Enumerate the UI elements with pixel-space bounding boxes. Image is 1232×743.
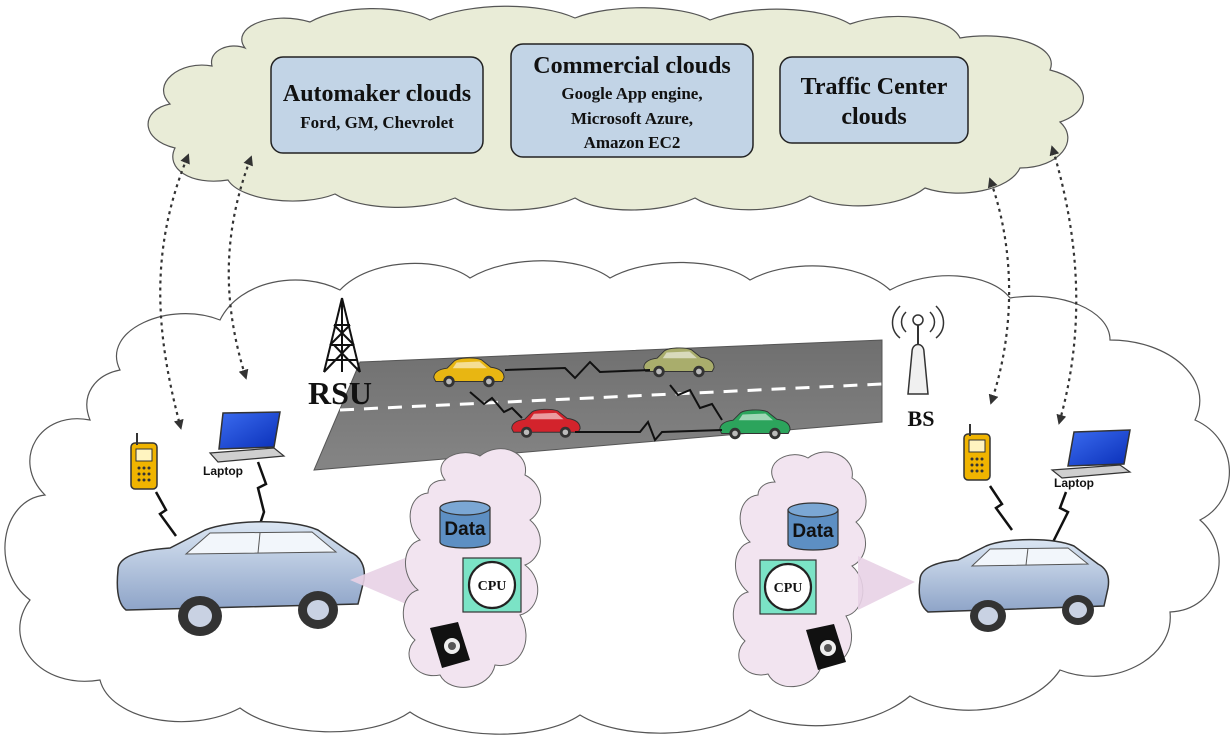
left-data-storage-icon [439,500,491,549]
left-camera-icon [430,622,470,668]
v2v-links [469,360,723,442]
link-arrow-left-2 [227,155,253,380]
commercial-clouds-box: Commercial clouds Google App engine, Mic… [510,43,754,158]
bs-label: BS [908,406,935,431]
traffic-title: Traffic Center [801,74,948,100]
right-data-label: Data [792,521,834,542]
mobile-phone-left-icon [130,433,158,490]
laptop-link-left [256,461,268,531]
link-red-green [575,420,723,442]
left-offload-arrow [350,552,420,610]
right-cpu-icon [759,559,817,615]
rsu-label: RSU [308,375,372,411]
right-data-storage-icon [787,502,839,551]
traffic-center-clouds-box: Traffic Center clouds [779,56,969,144]
right-camera-icon [806,624,846,670]
phone-link-right [988,485,1014,531]
laptop-right-label: Laptop [1054,476,1094,490]
cloud-links [159,145,1078,430]
commercial-title: Commercial clouds [533,53,731,79]
link-yellow-red [469,391,523,419]
internet-cloud: Automaker clouds Ford, GM, Chevrolet Com… [147,5,1084,211]
laptop-link-right [1048,491,1070,549]
right-offload-arrow [858,556,915,610]
laptop-right-icon [1050,429,1132,479]
mobile-phone-right-icon [963,424,991,481]
commercial-line1: Google App engine, [561,84,702,103]
vehicle-left-icon [116,521,366,636]
link-olive-green [669,384,723,421]
laptop-left-label: Laptop [203,464,243,478]
vehicle-right-icon [918,538,1110,632]
phone-link-left [154,491,178,537]
traffic-line1: clouds [841,104,906,130]
commercial-line2: Microsoft Azure, [571,109,693,128]
base-station-icon [891,305,945,395]
commercial-line3: Amazon EC2 [584,133,681,152]
right-cpu-label: CPU [774,581,803,596]
link-arrow-left-1 [159,153,190,430]
rsu-tower-icon [323,297,361,373]
vehicular-network-cloud [4,260,1230,735]
automaker-brands: Ford, GM, Chevrolet [300,113,454,132]
left-data-label: Data [444,519,486,540]
laptop-left-icon [208,411,286,463]
link-yellow-olive [504,360,651,380]
link-arrow-right-2 [1049,145,1078,425]
left-cpu-icon [462,557,522,613]
automaker-clouds-box: Automaker clouds Ford, GM, Chevrolet [270,56,484,154]
automaker-title: Automaker clouds [283,81,471,107]
left-cpu-label: CPU [478,579,507,594]
